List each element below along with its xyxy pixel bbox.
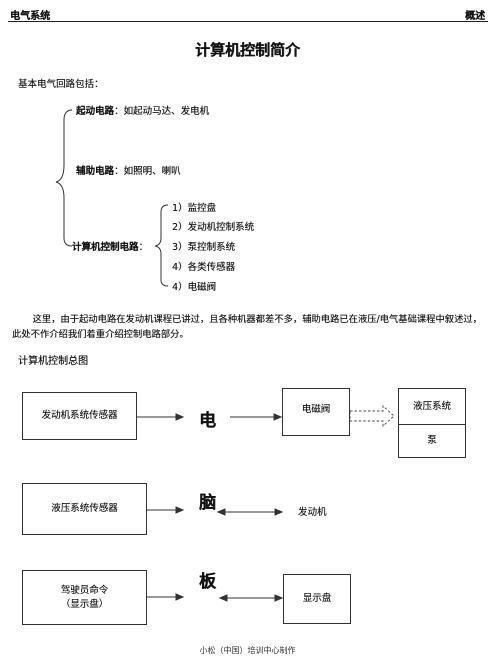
circuit-start: 起动电路：如起动马达、发电机 <box>76 103 209 117</box>
display-box: 显示盘 <box>283 574 351 624</box>
ecu-char-2: 脑 <box>199 493 216 513</box>
arrow-ecu-engine-right-head <box>274 508 284 516</box>
dashed-arrow-solenoid-to-hydraulic <box>349 404 395 428</box>
circuit-computer-name: 计算机控制电路 <box>72 242 139 253</box>
driver-command-label: 驾驶员命令 <box>60 584 109 596</box>
intro-text: 基本电气回路包括： <box>18 79 104 90</box>
driver-command-sublabel: （显示盘） <box>60 598 109 610</box>
circuit-computer-desc: ： <box>138 242 149 253</box>
engine-label: 发动机 <box>298 507 327 518</box>
circuit-computer: 计算机控制电路： <box>72 239 148 253</box>
hydraulic-sensor-box: 液压系统传感器 <box>22 483 147 535</box>
engine-sensor-box: 发动机系统传感器 <box>22 392 137 440</box>
computer-item-1: 1）监控盘 <box>172 203 217 214</box>
header-chapter-label: 概述 <box>465 11 485 22</box>
circuit-start-desc: ：如起动马达、发电机 <box>114 106 210 117</box>
hydraulic-system-box: 液压系统 泵 <box>398 388 466 458</box>
computer-item-4: 4）各类传感器 <box>172 262 236 273</box>
arrow-engine-sensor-head <box>175 413 185 421</box>
solenoid-box: 电磁阀 <box>282 388 350 436</box>
arrow-ecu-to-solenoid-head <box>273 413 283 421</box>
main-brace <box>55 109 73 247</box>
ecu-char-1: 电 <box>199 411 216 431</box>
explanation-paragraph: 这里，由于起动电路在发动机课程已讲过，且各种机器都差不多，辅助电路已在液压/电气… <box>12 314 482 340</box>
engine-sensor-label: 发动机系统传感器 <box>41 410 118 421</box>
hydraulic-system-label: 液压系统 <box>412 400 451 412</box>
footer-text: 小松（中国）培训中心制作 <box>199 646 296 655</box>
circuit-aux-name: 辅助电路 <box>76 166 115 177</box>
arrow-driver-head <box>175 593 185 601</box>
diagram-title: 计算机控制总图 <box>18 356 88 367</box>
arrow-ecu-engine-left-head <box>216 508 226 516</box>
solenoid-label: 电磁阀 <box>301 404 331 415</box>
header-section-label: 电气系统 <box>10 11 50 22</box>
arrow-ecu-display-right-head <box>274 594 284 602</box>
computer-item-3: 3）泵控制系统 <box>172 242 236 253</box>
circuit-aux-desc: ：如照明、喇叭 <box>114 166 181 177</box>
display-label: 显示盘 <box>302 593 332 604</box>
computer-item-2: 2）发动机控制系统 <box>172 222 255 233</box>
pump-label: 泵 <box>427 435 437 446</box>
circuit-start-name: 起动电路 <box>76 106 115 117</box>
computer-item-5: 4）电磁阀 <box>172 282 217 293</box>
header-divider <box>8 21 488 22</box>
driver-command-box: 驾驶员命令 （显示盘） <box>22 570 147 625</box>
arrow-ecu-display-left-head <box>218 594 228 602</box>
hydraulic-system-cell: 液压系统 <box>398 388 466 425</box>
hydraulic-sensor-label: 液压系统传感器 <box>51 503 118 514</box>
circuit-aux: 辅助电路：如照明、喇叭 <box>76 163 181 177</box>
sub-brace <box>154 204 169 287</box>
arrow-hydraulic-sensor-head <box>175 506 185 514</box>
page-title: 计算机控制简介 <box>194 41 300 59</box>
ecu-char-3: 板 <box>199 572 216 592</box>
pump-cell: 泵 <box>398 424 466 458</box>
